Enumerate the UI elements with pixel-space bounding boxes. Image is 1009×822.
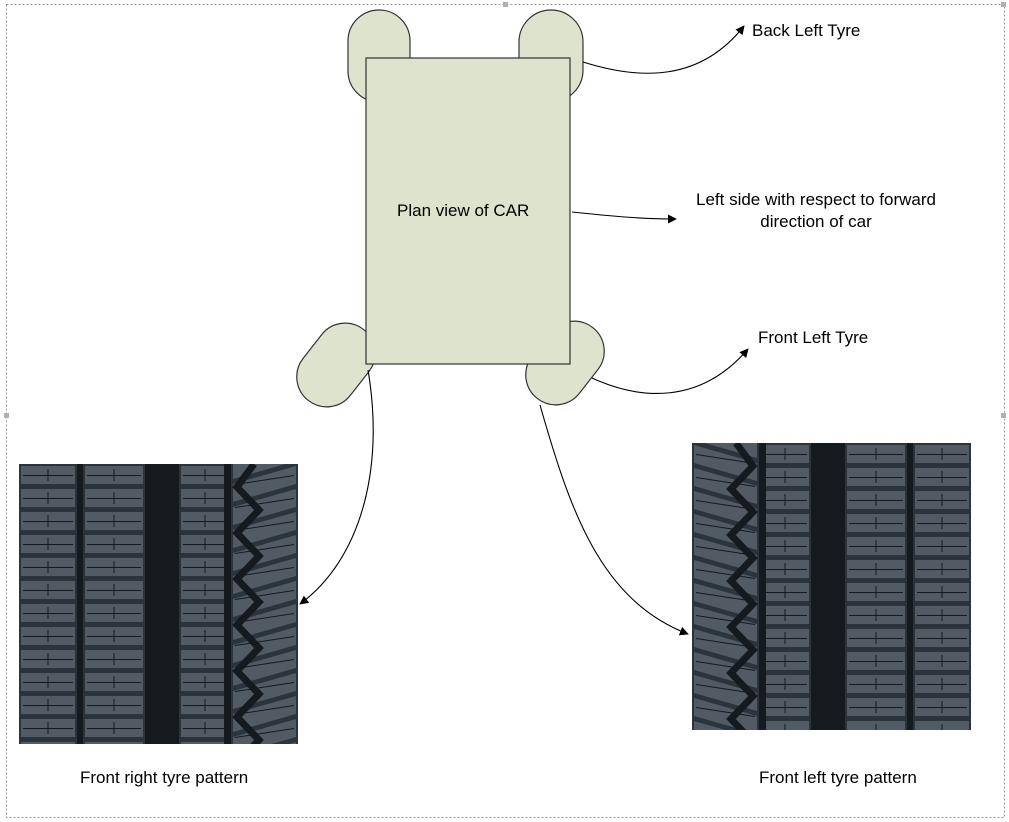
front-right-pattern-caption: Front right tyre pattern [80,768,249,787]
arrow-icon [591,348,749,395]
frame-handle-right[interactable] [1001,413,1006,418]
frame-handle-topright[interactable] [1001,2,1006,7]
arrow-icon [539,404,689,636]
arrow-icon [571,211,677,224]
frame-handle-left[interactable] [4,413,9,418]
page-frame [6,4,1005,818]
arrow-icon [582,25,745,74]
tyre-tread-image [692,443,971,730]
left-side-label: Left side with respect to forward direct… [680,189,952,233]
arrow-icon [299,369,374,605]
left-side-label-line2: direction of car [760,212,872,231]
car-body [365,57,571,365]
front-right-tyre [296,322,376,408]
front-left-tyre-label: Front Left Tyre [758,328,869,347]
front-left-tread-image [692,443,971,730]
back-left-tyre-label: Back Left Tyre [752,21,861,40]
frame-handle-top[interactable] [503,2,508,7]
front-right-tread-image [19,464,298,744]
tyre-tread-image [19,464,298,744]
car-label: Plan view of CAR [397,201,530,220]
front-left-pattern-caption: Front left tyre pattern [759,768,917,787]
left-side-label-line1: Left side with respect to forward [695,190,936,209]
